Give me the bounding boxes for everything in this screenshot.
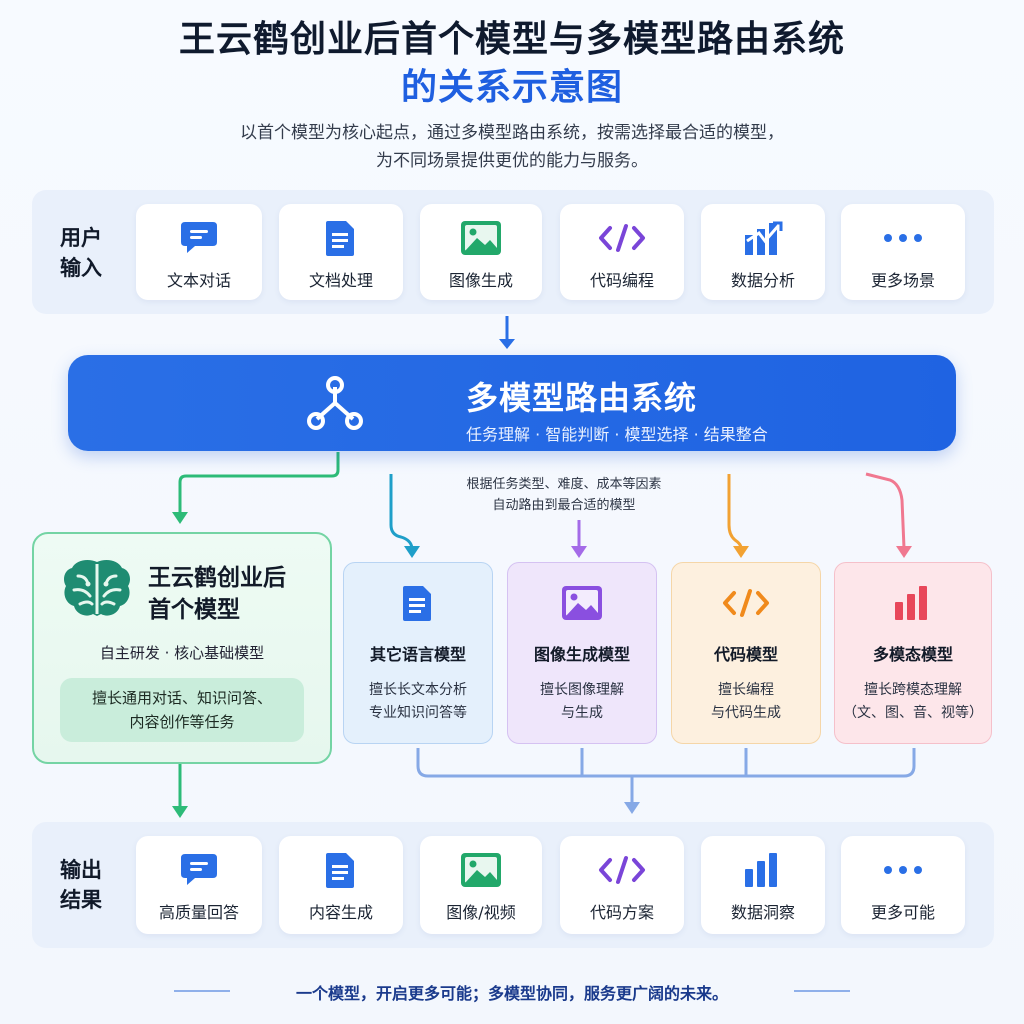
main-model-subtitle: 自主研发 · 核心基础模型 (99, 644, 265, 662)
subtitle-line1: 以首个模型为核心起点，通过多模型路由系统，按需选择最合适的模型， (240, 123, 784, 143)
image-icon (420, 220, 542, 256)
input-card-more[interactable]: 更多场景 (841, 204, 965, 300)
document-icon (279, 852, 403, 888)
output-card-image-video[interactable]: 图像/视频 (420, 836, 542, 934)
code-icon (672, 583, 820, 623)
chart-icon (701, 220, 825, 256)
chat-bubble-icon (136, 220, 262, 256)
code-icon (560, 852, 684, 888)
footer-tagline: 一个模型，开启更多可能；多模型协同，服务更广阔的未来。 (295, 984, 728, 1003)
bar-chart-icon (701, 852, 825, 888)
footer-divider-left (174, 990, 230, 992)
input-card-image[interactable]: 图像生成 (420, 204, 542, 300)
subtitle-line2: 为不同场景提供更优的能力与服务。 (376, 151, 648, 171)
image-icon (508, 583, 656, 623)
output-card-content[interactable]: 内容生成 (279, 836, 403, 934)
router-banner[interactable]: 多模型路由系统 任务理解 · 智能判断 · 模型选择 · 结果整合 (68, 355, 956, 451)
output-card-code[interactable]: 代码方案 (560, 836, 684, 934)
output-row-label: 输出 结果 (60, 858, 102, 912)
input-card-code[interactable]: 代码编程 (560, 204, 684, 300)
bar-chart-icon (835, 583, 991, 623)
more-dots-icon (841, 220, 965, 256)
main-model-description: 擅长通用对话、知识问答、 内容创作等任务 (60, 678, 304, 742)
model-card-image-gen[interactable]: 图像生成模型 擅长图像理解 与生成 (507, 562, 657, 744)
main-model-card[interactable]: 王云鹤创业后 首个模型 自主研发 · 核心基础模型 擅长通用对话、知识问答、 内… (32, 532, 332, 764)
document-icon (279, 220, 403, 256)
input-card-data-analysis[interactable]: 数据分析 (701, 204, 825, 300)
page-title-line2: 的关系示意图 (400, 67, 623, 108)
output-card-data-insight[interactable]: 数据洞察 (701, 836, 825, 934)
output-card-more[interactable]: 更多可能 (841, 836, 965, 934)
footer-divider-right (794, 990, 850, 992)
routing-note: 根据任务类型、难度、成本等因素 自动路由到最合适的模型 (466, 477, 662, 513)
document-icon (344, 583, 492, 623)
router-subtitle: 任务理解 · 智能判断 · 模型选择 · 结果整合 (466, 425, 768, 444)
code-icon (560, 220, 684, 256)
model-card-code[interactable]: 代码模型 擅长编程 与代码生成 (671, 562, 821, 744)
chat-bubble-icon (136, 852, 262, 888)
model-card-multimodal[interactable]: 多模态模型 擅长跨模态理解 （文、图、音、视等） (834, 562, 992, 744)
input-card-document[interactable]: 文档处理 (279, 204, 403, 300)
input-card-text-chat[interactable]: 文本对话 (136, 204, 262, 300)
image-icon (420, 852, 542, 888)
main-model-title: 王云鹤创业后 首个模型 (148, 565, 286, 623)
output-card-answer[interactable]: 高质量回答 (136, 836, 262, 934)
page-title: 王云鹤创业后首个模型与多模型路由系统 (178, 19, 845, 60)
router-title: 多模型路由系统 (466, 379, 698, 417)
brain-icon (60, 556, 134, 626)
more-dots-icon (841, 852, 965, 888)
network-nodes-icon (304, 373, 366, 439)
model-card-language[interactable]: 其它语言模型 擅长长文本分析 专业知识问答等 (343, 562, 493, 744)
input-row-label: 用户 输入 (60, 226, 102, 280)
